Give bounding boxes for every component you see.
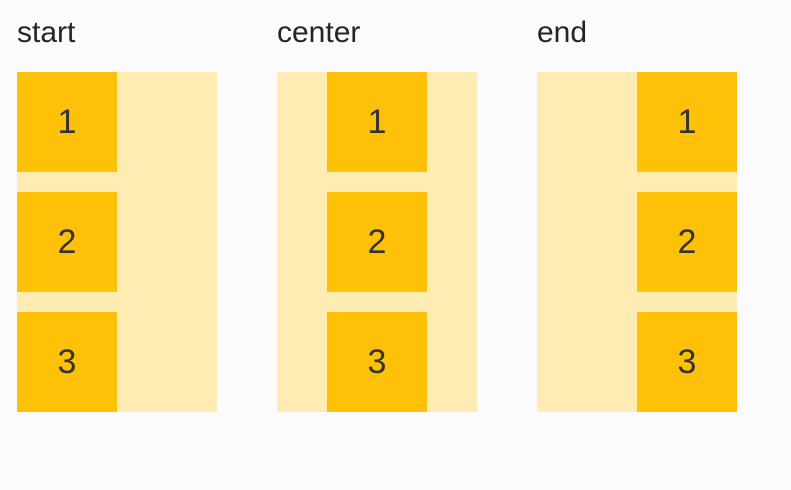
alignment-label-center: center xyxy=(277,16,361,49)
grid-item: 1 xyxy=(327,72,427,172)
grid-item: 2 xyxy=(327,192,427,292)
group-center: center 1 2 3 xyxy=(277,14,477,412)
alignment-label-start: start xyxy=(17,16,76,49)
grid-item: 2 xyxy=(17,192,117,292)
grid-item: 1 xyxy=(17,72,117,172)
grid-container-start: 1 2 3 xyxy=(17,72,217,412)
grid-item: 3 xyxy=(327,312,427,412)
grid-container-center: 1 2 3 xyxy=(277,72,477,412)
grid-item: 3 xyxy=(17,312,117,412)
grid-item: 3 xyxy=(637,312,737,412)
group-end: end 1 2 3 xyxy=(537,14,737,412)
group-start: start 1 2 3 xyxy=(17,14,217,412)
grid-item: 2 xyxy=(637,192,737,292)
alignment-label-end: end xyxy=(537,16,588,49)
alignment-demo: start 1 2 3 center 1 2 3 end 1 2 3 xyxy=(17,14,737,412)
grid-container-end: 1 2 3 xyxy=(537,72,737,412)
grid-item: 1 xyxy=(637,72,737,172)
